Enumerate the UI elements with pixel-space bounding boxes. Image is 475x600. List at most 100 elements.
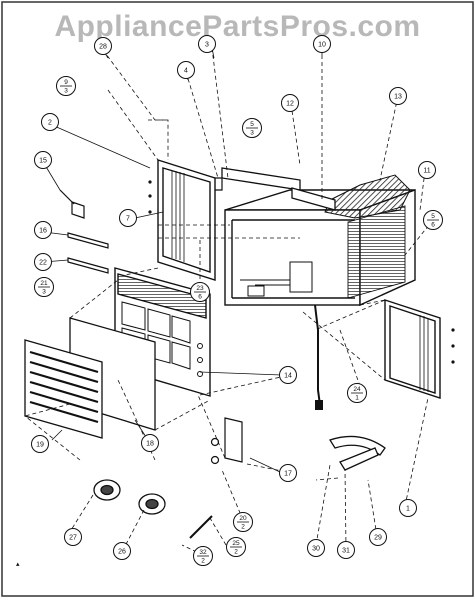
- fraction-callout-24-1: 241: [347, 383, 367, 403]
- fraction-callout-5-6: 56: [423, 210, 443, 230]
- tape-roll-27: [93, 479, 121, 501]
- callout-circle: [313, 35, 331, 53]
- callout-13: 13: [389, 87, 407, 105]
- callout-label: 16: [39, 228, 47, 235]
- callout-label: 15: [39, 158, 47, 165]
- callout-11: 11: [418, 161, 436, 179]
- condenser-coil: [347, 205, 406, 299]
- callout-circle: [337, 541, 355, 559]
- callout-label: 28: [99, 44, 107, 51]
- callout-circle: [198, 35, 216, 53]
- control-knobs: [197, 343, 203, 377]
- callout-circle: [34, 151, 52, 169]
- callout-label: 12: [286, 101, 294, 108]
- callout-circle: [281, 94, 299, 112]
- callout-14: 14: [279, 366, 297, 384]
- right-window-panel: [384, 299, 441, 399]
- strip-part-16: [67, 232, 109, 249]
- callout-28: 28: [94, 37, 112, 55]
- side-rail-part: [291, 187, 336, 211]
- callout-18: 18: [141, 434, 159, 452]
- fraction-numerator: 23: [196, 285, 204, 292]
- callout-17: 17: [279, 464, 297, 482]
- leader-lines: [24, 47, 434, 556]
- strip-part-22: [67, 257, 109, 274]
- louver-panel: [24, 339, 103, 439]
- fraction-denominator: 3: [42, 289, 46, 296]
- callout-circle: [369, 528, 387, 546]
- callout-15: 15: [34, 151, 52, 169]
- insulation-panel: [324, 174, 411, 219]
- callout-7: 7: [119, 209, 137, 227]
- callout-circle: [279, 464, 297, 482]
- callout-label: 22: [39, 260, 47, 267]
- callout-1: 1: [399, 499, 417, 517]
- power-cord: [314, 304, 321, 406]
- callout-label: 10: [318, 42, 326, 49]
- callout-19: 19: [31, 435, 49, 453]
- callout-circle: [141, 434, 159, 452]
- fraction-denominator: 6: [431, 222, 435, 229]
- callout-label: 11: [423, 168, 430, 175]
- callout-22: 22: [34, 253, 52, 271]
- callout-29: 29: [369, 528, 387, 546]
- fraction-denominator: 6: [198, 294, 202, 301]
- watermark: AppliancePartsPros.com: [54, 10, 421, 43]
- fraction-denominator: 2: [201, 558, 205, 565]
- screws-right: [451, 328, 455, 364]
- callout-label: 30: [312, 546, 320, 553]
- callout-label: 17: [284, 471, 292, 478]
- control-assembly: [240, 261, 313, 297]
- screws-left: [148, 180, 152, 214]
- callout-circle: [34, 253, 52, 271]
- callout-label: 26: [118, 549, 126, 556]
- callout-label: 3: [205, 42, 209, 49]
- callout-label: 2: [48, 120, 52, 127]
- fraction-callout-5-3: 53: [242, 118, 262, 138]
- callout-label: 27: [69, 535, 77, 542]
- callout-circle: [177, 61, 195, 79]
- callout-circle: [119, 209, 137, 227]
- callout-circle: [34, 221, 52, 239]
- power-plug: [315, 400, 323, 410]
- fraction-callout-23-6: 236: [190, 282, 210, 302]
- callout-2: 2: [41, 113, 59, 131]
- fraction-denominator: 2: [234, 549, 238, 556]
- callout-circle: [64, 528, 82, 546]
- fraction-numerator: 24: [353, 386, 361, 393]
- callout-label: 7: [126, 216, 130, 223]
- fraction-denominator: 3: [250, 130, 254, 137]
- fraction-denominator: 3: [64, 88, 68, 95]
- callout-3: 3: [198, 35, 216, 53]
- callout-label: 1: [406, 506, 410, 513]
- callout-circle: [389, 87, 407, 105]
- callout-circle: [307, 539, 325, 557]
- callout-label: 14: [284, 373, 292, 380]
- fraction-numerator: 20: [239, 515, 247, 522]
- callout-27: 27: [64, 528, 82, 546]
- corner-mark: ▴: [16, 561, 20, 568]
- fraction-numerator: 5: [431, 213, 435, 220]
- callout-31: 31: [337, 541, 355, 559]
- callout-circle: [399, 499, 417, 517]
- tape-roll-26: [138, 493, 166, 515]
- callout-label: 19: [36, 442, 44, 449]
- callout-circle: [418, 161, 436, 179]
- fraction-callout-21-3: 213: [34, 277, 54, 297]
- callout-30: 30: [307, 539, 325, 557]
- fraction-numerator: 5: [250, 121, 254, 128]
- callout-label: 18: [146, 441, 154, 448]
- callout-label: 29: [374, 535, 382, 542]
- callout-label: 13: [394, 94, 402, 101]
- callout-circle: [94, 37, 112, 55]
- small-part-15: [59, 189, 85, 219]
- pin-part: [189, 515, 213, 539]
- fraction-numerator: 9: [64, 79, 68, 86]
- fraction-numerator: 25: [232, 540, 240, 547]
- callout-circle: [41, 113, 59, 131]
- fraction-callout-25-2: 252: [226, 537, 246, 557]
